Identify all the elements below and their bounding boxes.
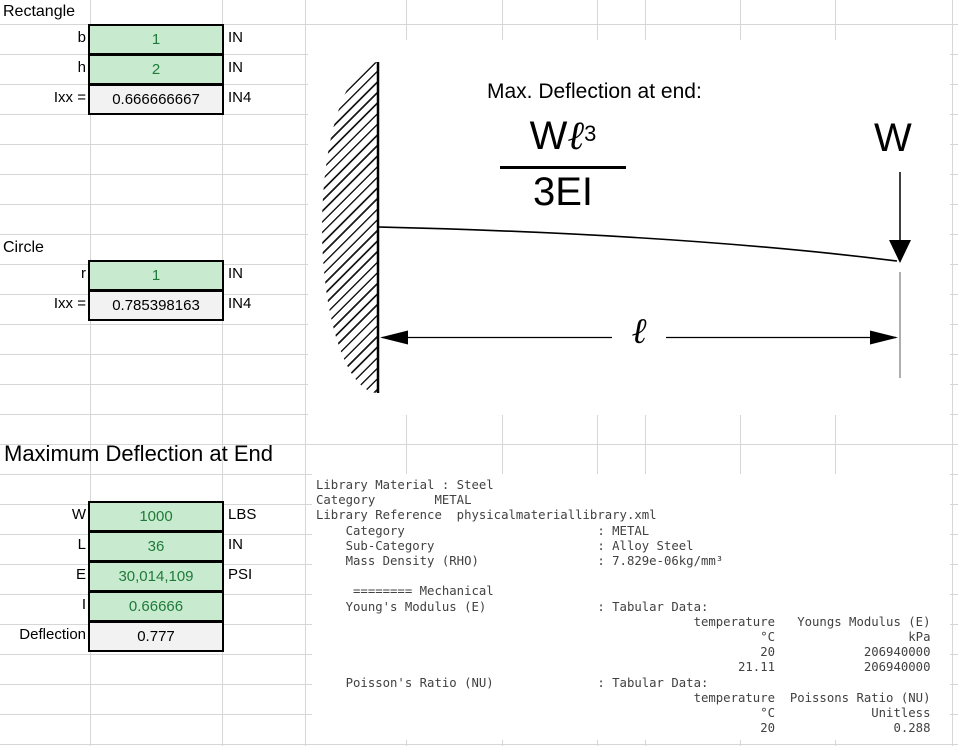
deflection-e-unit: PSI (228, 566, 253, 583)
circle-ixx-unit: IN4 (228, 295, 252, 312)
formula-numerator: Wℓ3 (529, 113, 597, 159)
deflection-i-label: I (81, 596, 86, 613)
rectangle-section-title: Rectangle (3, 3, 76, 20)
formula-fraction-bar (500, 166, 626, 169)
rectangle-ixx-label: Ixx = (53, 89, 86, 106)
deflection-l-cell[interactable]: 36 (88, 531, 224, 562)
rectangle-b-unit: IN (228, 29, 243, 46)
material-library-info: Library Material : Steel Category METAL … (316, 478, 931, 736)
diagram-caption: Max. Deflection at end: (487, 80, 702, 103)
circle-r-unit: IN (228, 265, 243, 282)
deflection-e-label: E (75, 566, 86, 583)
material-info-image (312, 474, 950, 740)
circle-ixx-cell[interactable]: 0.785398163 (88, 290, 224, 321)
circle-r-cell[interactable]: 1 (88, 260, 224, 291)
deflection-section-title: Maximum Deflection at End (4, 441, 273, 466)
rectangle-ixx-cell[interactable]: 0.666666667 (88, 84, 224, 115)
beam-length-label: ℓ (612, 310, 666, 352)
load-label: W (874, 116, 912, 160)
deflection-l-label: L (77, 536, 86, 553)
rectangle-h-cell[interactable]: 2 (88, 54, 224, 85)
rectangle-h-unit: IN (228, 59, 243, 76)
deflection-w-label: W (71, 506, 86, 523)
circle-section-title: Circle (3, 239, 44, 256)
deflection-w-unit: LBS (228, 506, 257, 523)
deflection-w-cell[interactable]: 1000 (88, 501, 224, 532)
circle-r-label: r (81, 265, 86, 282)
gridline (305, 0, 306, 746)
formula-denominator: 3EI (532, 170, 594, 214)
rectangle-h-label: h (77, 59, 86, 76)
deflection-result-label: Deflection (19, 626, 86, 643)
circle-ixx-label: Ixx = (53, 295, 86, 312)
rectangle-b-cell[interactable]: 1 (88, 24, 224, 55)
rectangle-b-label: b (77, 29, 86, 46)
deflection-i-cell[interactable]: 0.66666 (88, 591, 224, 622)
rectangle-ixx-unit: IN4 (228, 89, 252, 106)
deflection-l-unit: IN (228, 536, 243, 553)
gridline (90, 0, 91, 746)
gridline (952, 0, 953, 746)
gridline (222, 0, 223, 746)
deflection-result-cell[interactable]: 0.777 (88, 621, 224, 652)
deflection-e-cell[interactable]: 30,014,109 (88, 561, 224, 592)
